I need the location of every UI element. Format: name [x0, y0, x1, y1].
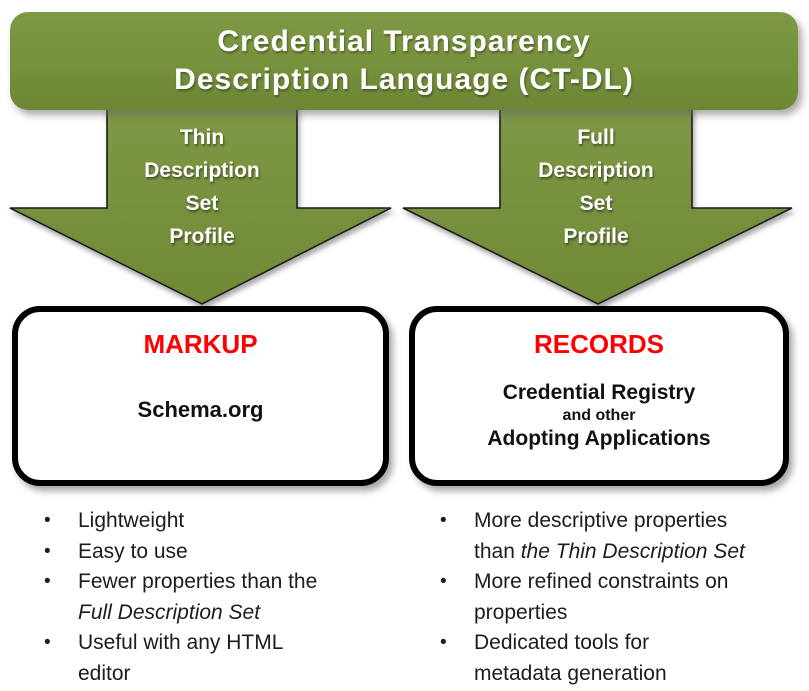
list-item: • Easy to use [44, 537, 388, 568]
markup-feature-list: • Lightweight • Easy to use • Fewer propertie… [44, 506, 388, 689]
title-banner: Credential Transparency Description Lang… [10, 12, 798, 110]
thin-profile-arrow [9, 105, 392, 305]
markup-box-body: Schema.org [137, 397, 264, 422]
bullet-dot-icon: • [44, 632, 51, 653]
records-box-body: Credential Registry and other Adopting A… [415, 380, 783, 452]
records-body-line-1: Credential Registry [502, 381, 696, 404]
list-item: • Lightweight [44, 506, 388, 537]
down-arrow-shape [402, 105, 793, 305]
bullet-dot-icon: • [440, 632, 447, 653]
full-profile-arrow [402, 105, 793, 305]
markup-box-heading: MARKUP [143, 329, 258, 359]
bullet-dot-icon: • [44, 571, 51, 592]
full-profile-arrow-label: Full Description Set Profile [538, 126, 654, 248]
records-box: RECORDS Credential Registry and other Ad… [409, 306, 789, 486]
down-arrow-shape [9, 105, 392, 305]
bullet-dot-icon: • [440, 571, 447, 592]
bullet-dot-icon: • [44, 510, 51, 531]
bullet-dot-icon: • [440, 510, 447, 531]
list-item-text: Lightweight [78, 509, 185, 532]
list-item-text: Easy to use [78, 539, 188, 563]
page-title: Credential Transparency Description Lang… [174, 25, 634, 96]
records-body-line-2: and other [562, 407, 636, 424]
records-box-heading: RECORDS [533, 329, 664, 359]
records-body-line-3: Adopting Applications [487, 427, 711, 450]
bullet-dot-icon: • [44, 540, 51, 562]
thin-profile-arrow-label: Thin Description Set Profile [144, 126, 260, 248]
markup-box: MARKUP Schema.org [12, 306, 389, 486]
